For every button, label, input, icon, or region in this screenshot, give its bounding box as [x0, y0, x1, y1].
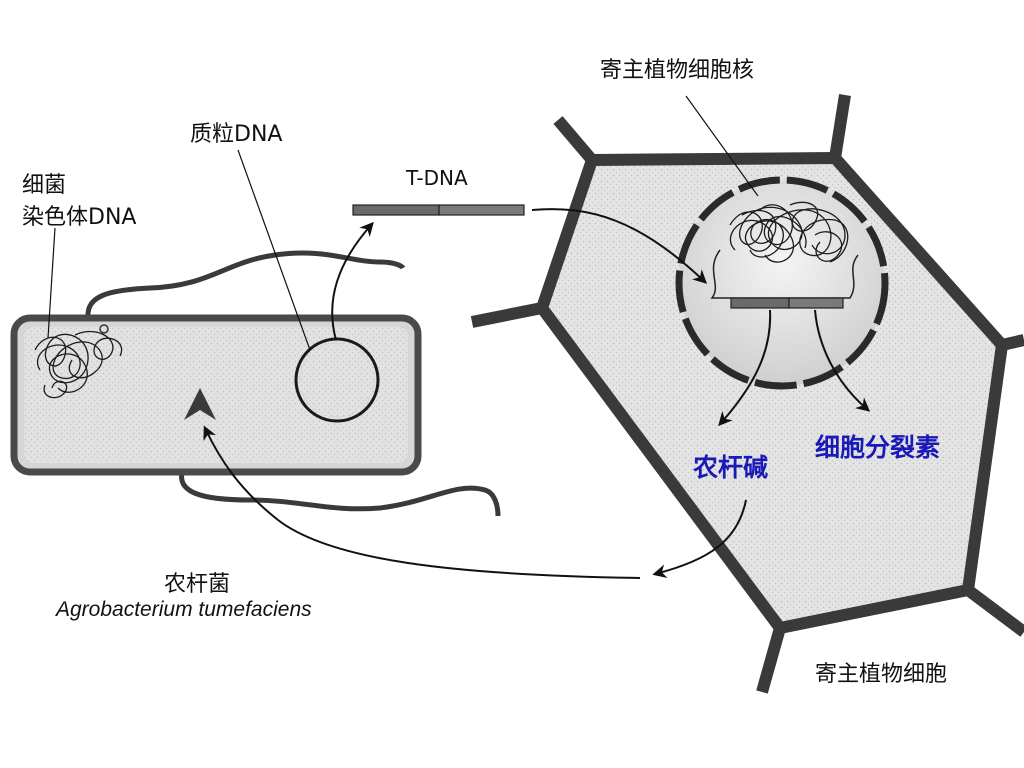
leader-plasmid [237, 149, 311, 351]
wall-stub [756, 626, 786, 694]
integrated-t-dna-left [730, 297, 790, 309]
arrow-tdna-to-nucleus [531, 208, 708, 284]
nucleus-dna-strand [710, 249, 859, 299]
arrow-opine-out [652, 499, 747, 579]
arrow-to-cytokinin [814, 309, 871, 412]
label-bacterial-chromosome-line1: 细菌 [22, 173, 67, 198]
label-bacterial-chromosome-line2: 染色体DNA [22, 205, 137, 230]
wall-stub [1000, 334, 1024, 351]
integrated-t-dna-right [788, 297, 844, 309]
flagellum-top [85, 250, 406, 319]
flagellum-bottom [179, 471, 501, 517]
nuclear-envelope [675, 176, 889, 390]
ti-plasmid-inner [299, 342, 375, 418]
leader-nucleus [685, 95, 759, 197]
label-agrobacterium-latin: Agrobacterium tumefaciens [56, 598, 312, 621]
label-host-cell: 寄主植物细胞 [815, 662, 948, 687]
label-agrobacterium-cn: 农杆菌 [164, 572, 231, 597]
t-dna-right-segment [438, 204, 525, 216]
wall-stub [553, 116, 597, 164]
small-dot [99, 324, 109, 334]
wall-stub [829, 94, 851, 159]
leader-chromosome [47, 227, 56, 339]
arrow-plasmid-to-tdna [331, 221, 374, 341]
arrow-to-opine [718, 309, 772, 427]
free-t-dna [352, 204, 525, 216]
nucleus-body [679, 180, 885, 386]
bacterium-cytoplasm [24, 327, 408, 463]
wall-stub [964, 585, 1024, 637]
label-plasmid-dna: 质粒DNA [190, 122, 283, 147]
t-dna-left-segment [352, 204, 440, 216]
arrows [203, 208, 871, 579]
agrobacterium-cell [10, 250, 501, 517]
host-nucleus [675, 176, 889, 390]
host-chromatin [729, 201, 849, 263]
label-cytokinin: 细胞分裂素 [815, 433, 941, 462]
ti-plasmid [294, 337, 380, 423]
arrow-opine-to-bacterium [203, 425, 641, 579]
bacterial-chromosome [34, 330, 123, 399]
wall-stub [470, 302, 544, 328]
label-opine: 农杆碱 [693, 453, 769, 482]
label-t-dna: T-DNA [406, 166, 468, 190]
leader-lines [47, 95, 759, 351]
label-host-nucleus: 寄主植物细胞核 [600, 58, 755, 83]
signal-arrowhead [184, 388, 216, 420]
